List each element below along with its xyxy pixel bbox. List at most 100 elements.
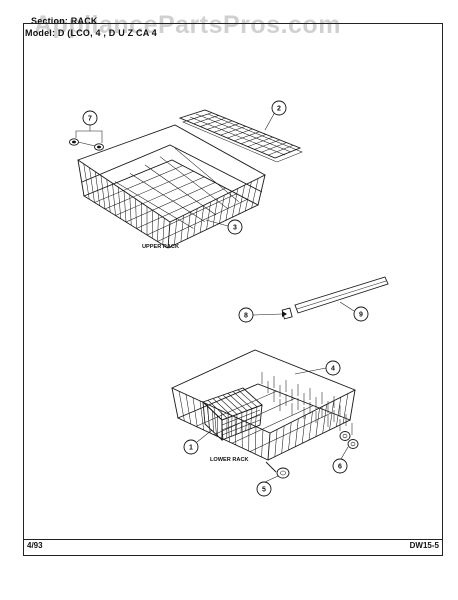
wire-segment [249, 412, 332, 452]
wire-segment [221, 419, 261, 436]
wire-segment [193, 208, 198, 236]
wire-segment [174, 218, 178, 245]
wire-segment [254, 139, 280, 150]
wire-segment [207, 400, 228, 419]
wire-segment [222, 394, 243, 413]
lower-rack-label: LOWER RACK [210, 457, 249, 463]
wire-segment [221, 414, 261, 431]
footer-date: 4/93 [27, 541, 43, 550]
wire-segment [199, 400, 204, 431]
wire-segment [162, 218, 165, 245]
watermark: AppliancePartsPros.com [34, 11, 341, 39]
wire-segment [219, 195, 225, 224]
wire-segment [192, 397, 198, 428]
wire-segment [144, 164, 217, 216]
wire-segment [274, 429, 278, 457]
upper-rack-label: UPPER RACK [142, 244, 179, 250]
callout-1-number: 1 [189, 445, 193, 452]
shelf-grid-part [178, 109, 303, 163]
wire-segment [295, 418, 299, 447]
wire-segment [200, 117, 226, 127]
diagram-frame [23, 23, 443, 556]
wire-segment [207, 120, 233, 130]
wire-segment [212, 410, 214, 433]
wire-segment [212, 398, 233, 417]
wire-segment [232, 188, 239, 218]
wire-segment [227, 393, 248, 411]
callout-6-number: 6 [338, 464, 342, 471]
wire-segment [135, 198, 137, 229]
wire-segment [129, 194, 132, 226]
wire-segment [238, 185, 245, 215]
wire-segment [220, 126, 246, 136]
wire-segment [213, 123, 240, 133]
wire-segment [240, 134, 267, 144]
wire-segment [114, 181, 194, 229]
wire-segment [94, 165, 183, 203]
callout-7: 7 [75, 110, 103, 143]
wire-segment [329, 400, 335, 431]
roller-clip-part [69, 138, 104, 151]
callout-5-number: 5 [262, 487, 266, 494]
wire-segment [195, 390, 277, 427]
callout-3: 3 [205, 219, 243, 235]
wire-segment [83, 163, 90, 200]
wire-segment [123, 190, 127, 223]
wire-segment [180, 215, 184, 242]
callout-7-number: 7 [88, 116, 92, 123]
wire-segment [336, 397, 342, 427]
callout-4: 4 [294, 360, 341, 376]
callout-2: 2 [264, 100, 287, 131]
wire-segment [301, 415, 306, 444]
wire-segment [206, 201, 211, 230]
wire-segment [281, 425, 285, 454]
wire-segment [247, 136, 273, 147]
wire-segment [178, 391, 185, 422]
callout-4-number: 4 [331, 366, 335, 373]
wire-segment [104, 170, 194, 210]
wire-segment [237, 389, 258, 408]
wire-segment [216, 415, 219, 437]
wire-segment [254, 406, 258, 427]
wire-segment [225, 191, 232, 221]
rack-rail-part [294, 276, 389, 314]
model-heading: Model: D (LCO, 4 , D U Z CA 4 [25, 28, 157, 38]
rack-wheel-part-6 [339, 431, 359, 449]
wire-segment [322, 404, 327, 434]
wire-segment [251, 178, 259, 209]
wire-segment [268, 145, 294, 156]
wire-segment [199, 205, 205, 233]
wire-segment [254, 426, 257, 455]
wire-segment [186, 112, 212, 122]
wire-segment [213, 407, 217, 437]
wire-segment [213, 398, 295, 436]
section-heading: Section: RACK [31, 16, 98, 26]
footer-page-code: DW15-5 [409, 541, 439, 550]
lower-rack-part [170, 349, 357, 461]
wire-segment [244, 181, 252, 212]
wire-segment [193, 115, 219, 124]
wire-segment [227, 128, 253, 139]
wire-segment [221, 409, 261, 426]
wire-segment [288, 422, 292, 451]
upper-rack-part [77, 124, 266, 249]
wire-segment [231, 405, 314, 444]
wire-segment [136, 187, 226, 229]
rack-wheel-part-5 [265, 461, 290, 479]
callout-6: 6 [332, 446, 349, 474]
wire-segment [140, 202, 143, 232]
wire-segment [250, 408, 253, 429]
wire-segment [125, 182, 216, 223]
silverware-basket-part [202, 387, 263, 442]
wire-segment [129, 173, 205, 222]
callout-8: 8 [238, 307, 287, 323]
wire-segment [342, 393, 349, 424]
callout-2-number: 2 [277, 106, 281, 113]
wire-segment [234, 131, 260, 142]
callout-9-number: 9 [359, 312, 363, 319]
wire-segment [89, 167, 95, 203]
wire-segment [100, 175, 106, 210]
wire-segment [261, 142, 287, 153]
wire-segment [185, 394, 192, 425]
